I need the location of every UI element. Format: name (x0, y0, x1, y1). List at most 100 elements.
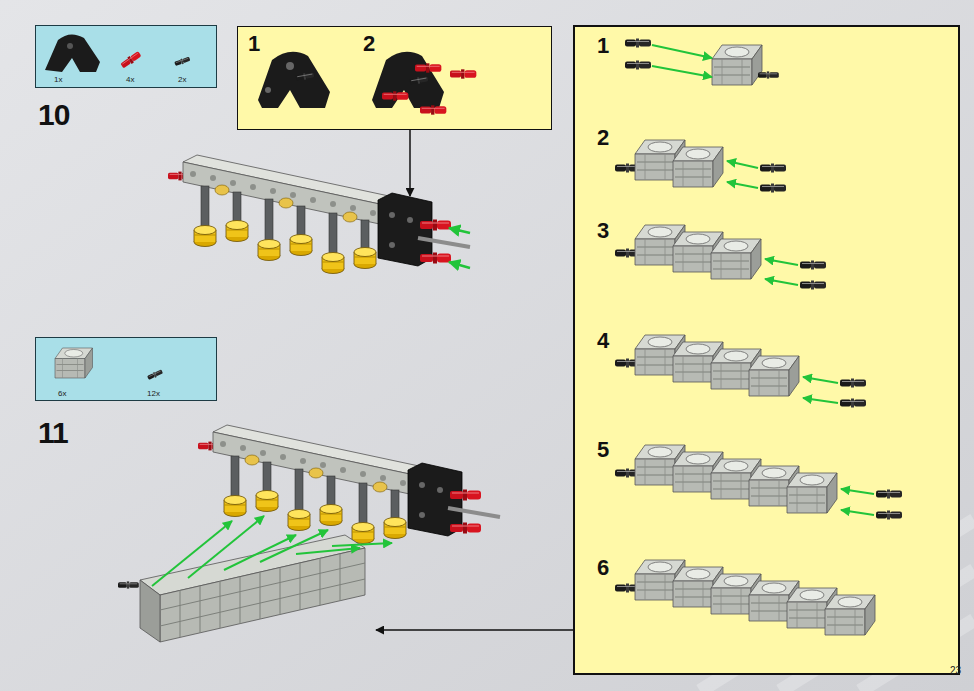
parts-step-10 (120, 50, 142, 69)
cylinder-block (260, 572, 261, 619)
parts-step-11 (55, 348, 93, 378)
insert-arrows (449, 228, 470, 268)
step-number: 10 (38, 100, 69, 130)
callout-arrow (409, 130, 411, 196)
callout-number: 5 (597, 439, 609, 461)
insert-arrows (260, 530, 328, 562)
cylinder-block (118, 535, 365, 642)
subassembly-arrow (376, 629, 573, 631)
callout-art (382, 91, 408, 100)
parts-step-10 (174, 56, 191, 66)
block-substeps (673, 147, 723, 187)
callout-art (372, 52, 444, 108)
engine-assembly-10 (168, 155, 470, 274)
insert-arrows (841, 489, 874, 494)
callout-number: 2 (363, 33, 375, 55)
cylinder-block (240, 577, 241, 624)
page-number: 23 (950, 666, 961, 676)
engine-assembly-11 (198, 425, 500, 544)
block-substeps (840, 379, 866, 388)
parts-step-10 (67, 43, 73, 49)
callout-fill (237, 26, 552, 130)
insert-arrows (652, 45, 712, 58)
parts-step-10 (45, 34, 100, 72)
insert-arrows (841, 510, 874, 515)
cylinder-block (180, 590, 181, 637)
cylinder-block (320, 558, 321, 605)
subassembly-fill (573, 25, 960, 675)
callout-art (286, 62, 294, 70)
part-count: 6x (58, 390, 66, 398)
insert-arrows (296, 548, 360, 554)
cylinder-block (220, 581, 221, 628)
part-count: 4x (126, 76, 134, 84)
insert-arrows (765, 279, 798, 285)
parts-step-11 (147, 369, 163, 380)
insert-arrows (152, 516, 392, 586)
insert-arrows (224, 535, 296, 570)
cylinder-block (340, 554, 341, 601)
parts-step-10 (120, 50, 142, 69)
block-substeps (625, 61, 651, 70)
block-substeps (800, 281, 826, 290)
parts-box-fill (35, 337, 217, 400)
callout-number: 4 (597, 330, 609, 352)
callout-number: 1 (248, 33, 260, 55)
cylinder-block (118, 581, 139, 588)
callout-art (258, 52, 330, 108)
part-count: 12x (147, 390, 160, 398)
subassembly-panel: 123456 (573, 25, 960, 675)
block-substeps (749, 356, 799, 396)
cylinder-block (160, 548, 365, 642)
block-substeps (876, 511, 902, 520)
insert-arrows (765, 259, 798, 265)
callout-number: 1 (597, 35, 609, 57)
part-count: 1x (54, 76, 62, 84)
block-substeps (615, 39, 902, 636)
cylinder-block (160, 579, 365, 626)
engine-assembly-11 (198, 425, 500, 544)
callout-number: 6 (597, 557, 609, 579)
insert-arrows (152, 521, 232, 586)
insert-arrows (803, 398, 838, 403)
cylinder-block (160, 554, 365, 637)
callout-number: 2 (597, 127, 609, 149)
cylinder-block (140, 580, 160, 642)
block-substeps (711, 239, 761, 279)
callout-art (450, 69, 476, 78)
block-substeps (760, 164, 786, 173)
parts-box: 6x 12x (35, 337, 217, 401)
cylinder-block (300, 563, 301, 610)
block-substeps (825, 595, 875, 635)
block-substeps (840, 399, 866, 408)
block-substeps (760, 184, 786, 193)
engine-assembly-10 (168, 155, 470, 274)
parts-box-fill (35, 25, 217, 88)
callout-art (409, 76, 428, 85)
step-number: 11 (38, 418, 68, 448)
parts-box: 1x4x2x (35, 25, 217, 88)
cylinder-block (280, 568, 281, 615)
parts-step-11 (147, 369, 163, 380)
insert-arrows (449, 262, 470, 268)
cylinder-block (200, 586, 201, 633)
parts-step-11 (55, 348, 163, 380)
block-substeps (787, 473, 837, 513)
insert-arrows (727, 182, 758, 188)
parts-step-10 (45, 34, 191, 72)
insert-arrows (803, 377, 838, 383)
callout-box: 12 (237, 26, 552, 130)
block-substeps (800, 261, 826, 270)
block-substeps (712, 45, 762, 85)
insert-arrows (727, 161, 758, 168)
callout-art (295, 72, 314, 81)
parts-step-10 (174, 56, 191, 66)
insert-arrows (449, 228, 470, 233)
callout-art (258, 52, 476, 115)
callout-art (415, 63, 441, 72)
insert-arrows (332, 543, 392, 546)
block-substeps (625, 39, 651, 48)
